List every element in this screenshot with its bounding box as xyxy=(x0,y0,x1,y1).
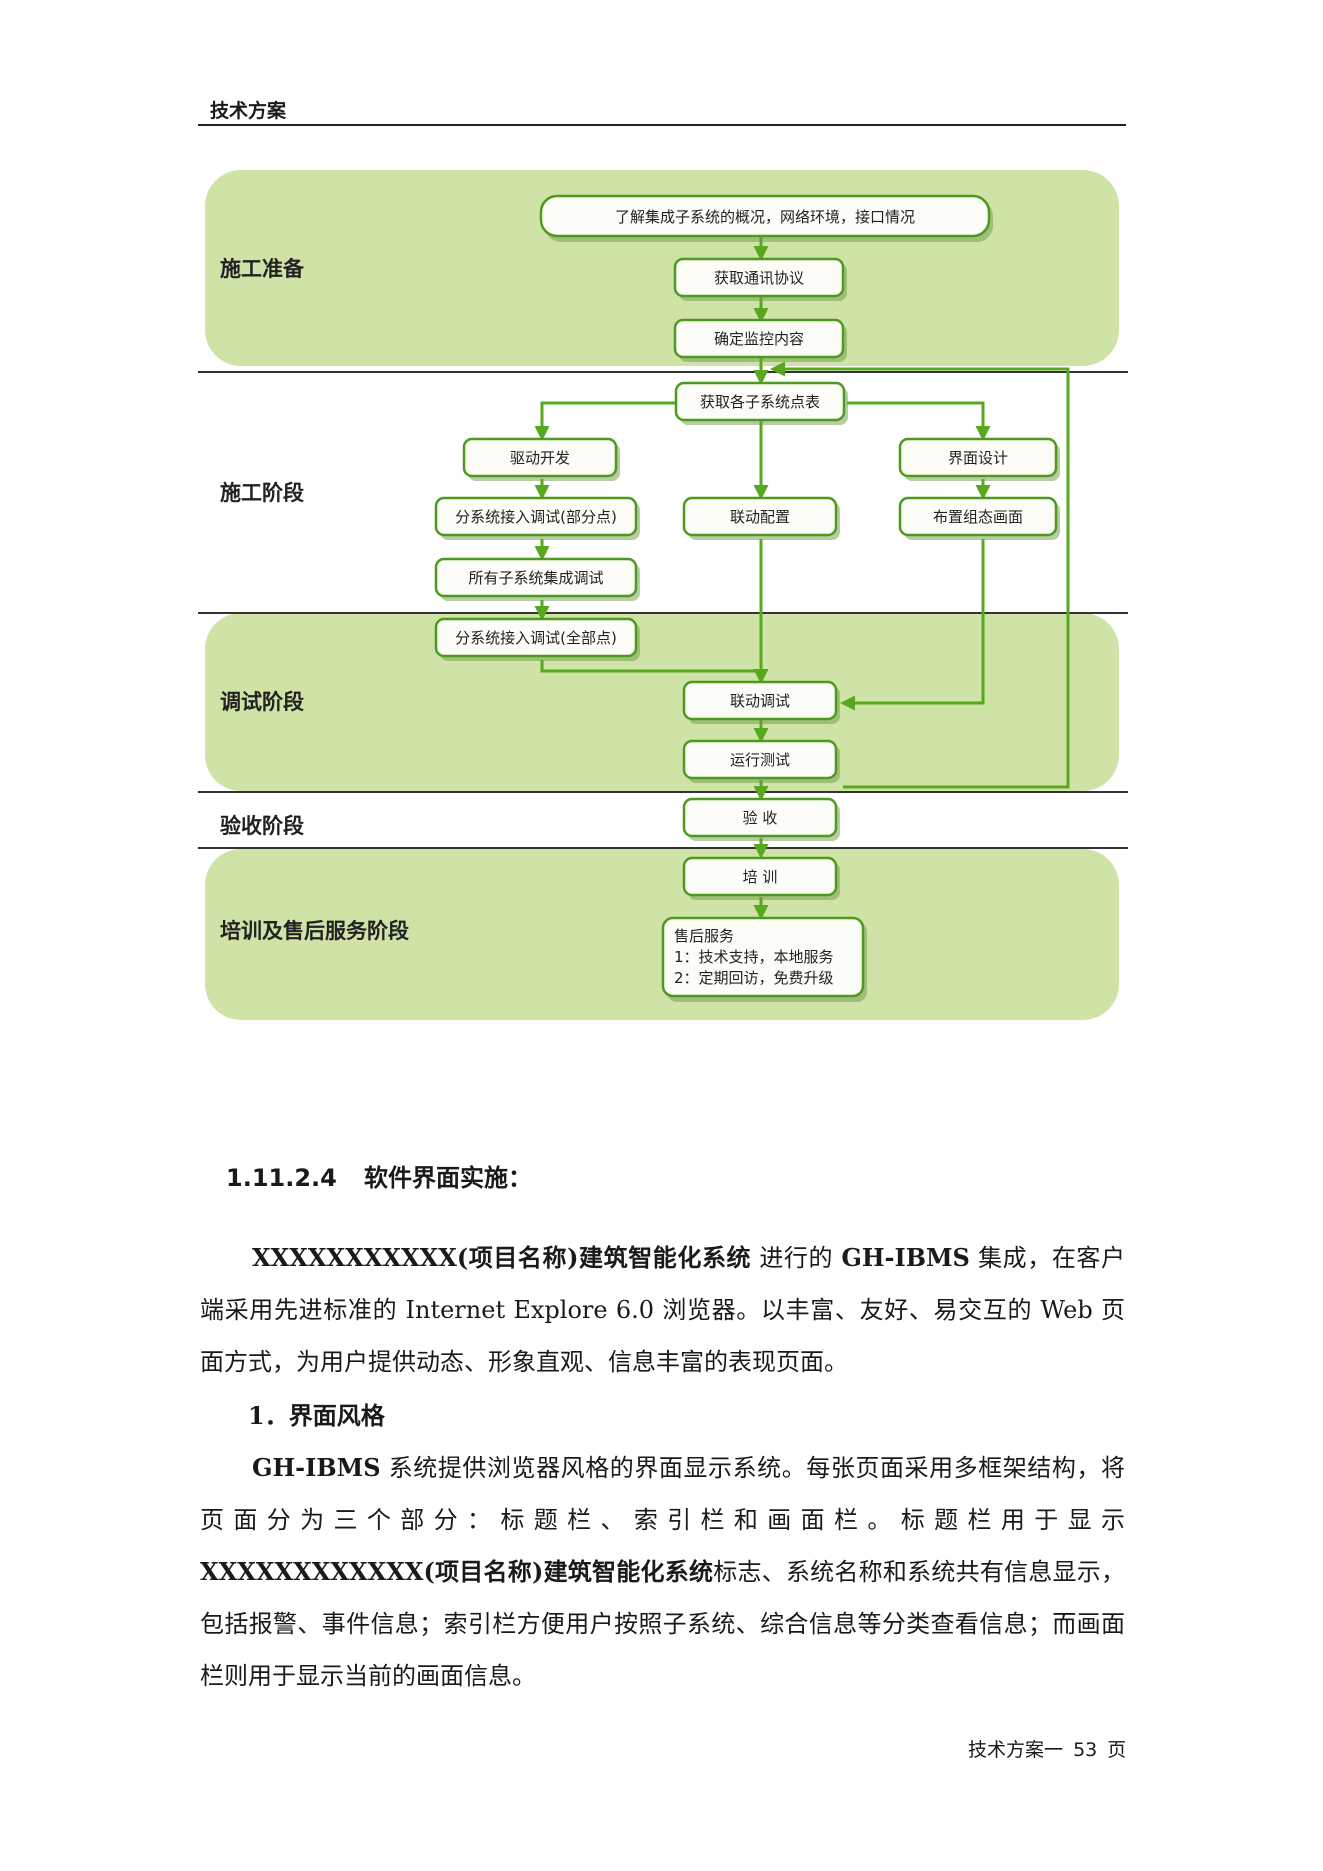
node-full-debug: 分系统接入调试(全部点) xyxy=(434,617,640,661)
flow-arrow xyxy=(534,401,676,441)
stage-band-debug xyxy=(205,613,1119,791)
node-point-table: 获取各子系统点表 xyxy=(674,381,848,425)
ui-style-paragraph: GH-IBMS 系统提供浏览器风格的界面显示系统。每张页面采用多框架结构，将页面… xyxy=(200,1453,1126,1690)
system-name: GH-IBMS xyxy=(252,1453,381,1482)
node-run-test: 运行测试 xyxy=(682,739,840,783)
page-header: 技术方案 xyxy=(198,96,1126,126)
stage-label-acceptance: 验收阶段 xyxy=(220,814,304,838)
system-name: GH-IBMS xyxy=(841,1243,970,1272)
svg-text:1：技术支持，本地服务: 1：技术支持，本地服务 xyxy=(674,948,834,966)
svg-text:界面设计: 界面设计 xyxy=(948,449,1008,467)
svg-text:运行测试: 运行测试 xyxy=(730,751,790,769)
page-unit: 页 xyxy=(1107,1739,1127,1761)
node-layout-screens: 布置组态画面 xyxy=(898,496,1060,540)
node-driver-dev: 驱动开发 xyxy=(462,437,620,481)
header-title: 技术方案 xyxy=(210,100,287,122)
node-integration-debug: 所有子系统集成调试 xyxy=(434,557,640,601)
project-name: XXXXXXXXXXX(项目名称)建筑智能化系统 xyxy=(252,1243,752,1272)
node-linkage-test: 联动调试 xyxy=(682,680,840,724)
flow-arrow xyxy=(847,401,991,441)
svg-text:2：定期回访，免费升级: 2：定期回访，免费升级 xyxy=(674,969,834,987)
svg-text:售后服务: 售后服务 xyxy=(674,927,734,945)
svg-text:培 训: 培 训 xyxy=(743,868,778,886)
svg-text:所有子系统集成调试: 所有子系统集成调试 xyxy=(468,569,603,587)
stage-label-construct: 施工阶段 xyxy=(220,481,304,505)
svg-text:联动配置: 联动配置 xyxy=(730,508,790,526)
svg-text:分系统接入调试(全部点): 分系统接入调试(全部点) xyxy=(455,629,617,647)
feedback-arrow xyxy=(770,361,1070,789)
node-understand-subsystems: 了解集成子系统的概况，网络环境，接口情况 xyxy=(539,194,993,242)
flow-arrow xyxy=(840,539,985,711)
svg-text:分系统接入调试(部分点): 分系统接入调试(部分点) xyxy=(455,508,617,526)
section-heading: 1.11.2.4 软件界面实施： xyxy=(226,1158,532,1193)
node-monitor-content: 确定监控内容 xyxy=(673,318,847,362)
svg-text:验 收: 验 收 xyxy=(743,809,778,827)
svg-text:布置组态画面: 布置组态画面 xyxy=(933,508,1023,526)
implementation-flowchart: 施工准备 施工阶段 调试阶段 验收阶段 培训及售后服务阶段 了解集成子系统的概况… xyxy=(198,163,1128,1025)
stage-label-debug: 调试阶段 xyxy=(220,690,304,714)
svg-text:了解集成子系统的概况，网络环境，接口情况: 了解集成子系统的概况，网络环境，接口情况 xyxy=(615,208,915,226)
footer-label: 技术方案一 xyxy=(968,1739,1064,1761)
node-training: 培 训 xyxy=(682,856,840,900)
stage-label-training: 培训及售后服务阶段 xyxy=(220,919,409,943)
svg-text:获取通讯协议: 获取通讯协议 xyxy=(714,269,804,287)
page-number: 53 xyxy=(1073,1739,1098,1761)
node-acceptance: 验 收 xyxy=(682,797,840,841)
node-get-protocol: 获取通讯协议 xyxy=(673,257,847,301)
section-title: 软件界面实施： xyxy=(364,1164,532,1192)
stage-label-prepare: 施工准备 xyxy=(220,257,305,281)
svg-text:联动调试: 联动调试 xyxy=(730,692,790,710)
node-linkage-config: 联动配置 xyxy=(682,496,840,540)
project-name: XXXXXXXXXXXX(项目名称)建筑智能化系统 xyxy=(200,1557,714,1586)
section-number: 1.11.2.4 xyxy=(226,1164,337,1192)
node-after-sales: 售后服务 1：技术支持，本地服务 2：定期回访，免费升级 xyxy=(661,916,867,1002)
intro-paragraph: XXXXXXXXXXX(项目名称)建筑智能化系统 进行的 GH-IBMS 集成，… xyxy=(200,1243,1126,1376)
node-ui-design: 界面设计 xyxy=(898,437,1060,481)
svg-text:确定监控内容: 确定监控内容 xyxy=(714,330,804,348)
subheading-ui-style: 1．界面风格 xyxy=(248,1401,385,1430)
node-partial-debug: 分系统接入调试(部分点) xyxy=(434,496,640,540)
svg-text:驱动开发: 驱动开发 xyxy=(510,449,570,467)
svg-text:获取各子系统点表: 获取各子系统点表 xyxy=(700,393,820,411)
page-footer: 技术方案一 53 页 xyxy=(968,1735,1130,1762)
